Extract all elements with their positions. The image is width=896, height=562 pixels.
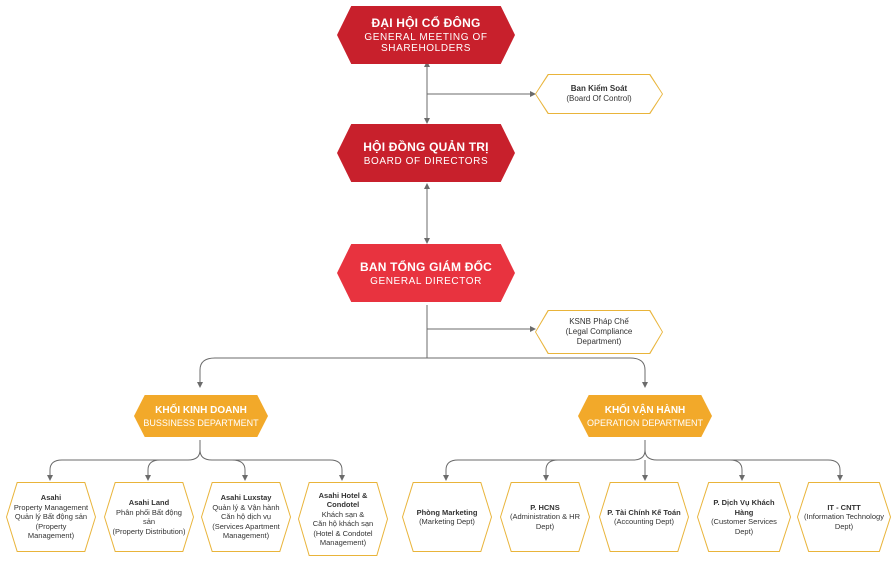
unit-customer-services[interactable]: P. Dịch Vụ Khách Hàng (Customer Services… xyxy=(697,482,791,552)
unit-line: Dept) xyxy=(834,521,854,531)
node-board-of-control[interactable]: Ban Kiểm Soát (Board Of Control) xyxy=(535,74,663,114)
unit-line: Condotel xyxy=(326,500,360,509)
unit-asahi-hotel-condotel[interactable]: Asahi Hotel & Condotel Khách sạn & Căn h… xyxy=(298,482,388,556)
unit-line: Căn hộ khách sạn xyxy=(312,519,374,528)
board-of-control-title: Ban Kiểm Soát xyxy=(570,84,628,93)
unit-asahi-luxstay[interactable]: Asahi Luxstay Quản lý & Vận hành Căn hộ … xyxy=(201,482,291,552)
board-of-directors-subtitle: BOARD OF DIRECTORS xyxy=(363,155,489,167)
unit-line: Căn hộ dịch vụ xyxy=(220,512,272,522)
unit-line: Management) xyxy=(319,538,367,547)
unit-line: (Administration & HR xyxy=(509,512,581,522)
operation-department-subtitle: OPERATION DEPARTMENT xyxy=(586,417,703,428)
unit-line: Khách sạn & xyxy=(321,509,365,519)
legal-compliance-subtitle-1: (Legal Compliance xyxy=(565,327,633,336)
link-business-children xyxy=(47,440,201,481)
unit-line: Property Management xyxy=(13,502,89,512)
node-business-department[interactable]: KHỐI KINH DOANH BUSSINESS DEPARTMENT xyxy=(134,395,268,437)
unit-line: (Property Distribution) xyxy=(112,526,186,536)
unit-line: (Hotel & Condotel xyxy=(313,528,373,538)
unit-it[interactable]: IT - CNTT (Information Technology Dept) xyxy=(797,482,891,552)
node-legal-compliance[interactable]: KSNB Pháp Chế (Legal Compliance Departme… xyxy=(535,310,663,354)
unit-line: Quản lý Bất động sản xyxy=(14,512,88,522)
unit-line: (Information Technology xyxy=(804,512,884,522)
unit-line: Quản lý & Vận hành xyxy=(212,502,280,512)
link-operation-children xyxy=(443,440,646,481)
unit-line: Asahi Hotel & xyxy=(318,490,368,500)
unit-asahi-land[interactable]: Asahi Land Phân phối Bất động sản (Prope… xyxy=(104,482,194,552)
unit-line: Phân phối Bất động sản xyxy=(116,507,182,527)
business-department-title: KHỐI KINH DOANH xyxy=(155,404,247,416)
node-board-of-directors[interactable]: HỘI ĐỒNG QUẢN TRỊ BOARD OF DIRECTORS xyxy=(337,124,515,182)
unit-line: P. HCNS xyxy=(530,502,560,512)
business-department-subtitle: BUSSINESS DEPARTMENT xyxy=(143,417,259,428)
link-split-operation xyxy=(427,357,648,388)
legal-compliance-title: KSNB Pháp Chế xyxy=(569,317,629,326)
unit-line: (Customer Services Dept) xyxy=(711,517,777,536)
unit-marketing[interactable]: Phòng Marketing (Marketing Dept) xyxy=(402,482,492,552)
general-director-subtitle: GENERAL DIRECTOR xyxy=(370,275,482,287)
node-general-meeting[interactable]: ĐẠI HỘI CỔ ĐÔNG GENERAL MEETING OF SHARE… xyxy=(337,6,515,64)
board-of-control-subtitle: (Board Of Control) xyxy=(566,94,632,103)
unit-line: IT - CNTT xyxy=(827,502,861,512)
node-operation-department[interactable]: KHỐI VẬN HÀNH OPERATION DEPARTMENT xyxy=(578,395,712,437)
unit-line: (Property Management) xyxy=(27,521,75,541)
node-general-director[interactable]: BAN TỔNG GIÁM ĐỐC GENERAL DIRECTOR xyxy=(337,244,515,302)
operation-department-title: KHỐI VẬN HÀNH xyxy=(604,404,686,416)
unit-hr[interactable]: P. HCNS (Administration & HR Dept) xyxy=(500,482,590,552)
unit-line: (Accounting Dept) xyxy=(613,517,675,526)
unit-line: (Services Apartment xyxy=(212,521,280,531)
unit-line: P. Tài Chính Kế Toán xyxy=(607,507,681,517)
unit-line: Asahi Land xyxy=(128,498,170,507)
general-director-title: BAN TỔNG GIÁM ĐỐC xyxy=(359,259,493,274)
general-meeting-subtitle-2: SHAREHOLDERS xyxy=(381,43,471,54)
unit-line: Dept) xyxy=(535,521,555,531)
unit-line: Asahi xyxy=(40,493,62,503)
unit-line: P. Dịch Vụ Khách Hàng xyxy=(713,498,775,517)
unit-line: Asahi Luxstay xyxy=(220,493,272,503)
unit-line: (Marketing Dept) xyxy=(419,517,475,526)
unit-accounting[interactable]: P. Tài Chính Kế Toán (Accounting Dept) xyxy=(599,482,689,552)
general-meeting-subtitle-1: GENERAL MEETING OF xyxy=(364,32,488,43)
general-meeting-title: ĐẠI HỘI CỔ ĐÔNG xyxy=(371,16,481,30)
link-split-business xyxy=(197,357,427,388)
unit-line: Management) xyxy=(222,531,270,541)
legal-compliance-subtitle-2: Department) xyxy=(576,337,622,346)
board-of-directors-title: HỘI ĐỒNG QUẢN TRỊ xyxy=(363,139,489,154)
unit-asahi-property-management[interactable]: Asahi Property Management Quản lý Bất độ… xyxy=(6,482,96,552)
unit-line: Phòng Marketing xyxy=(416,507,478,517)
